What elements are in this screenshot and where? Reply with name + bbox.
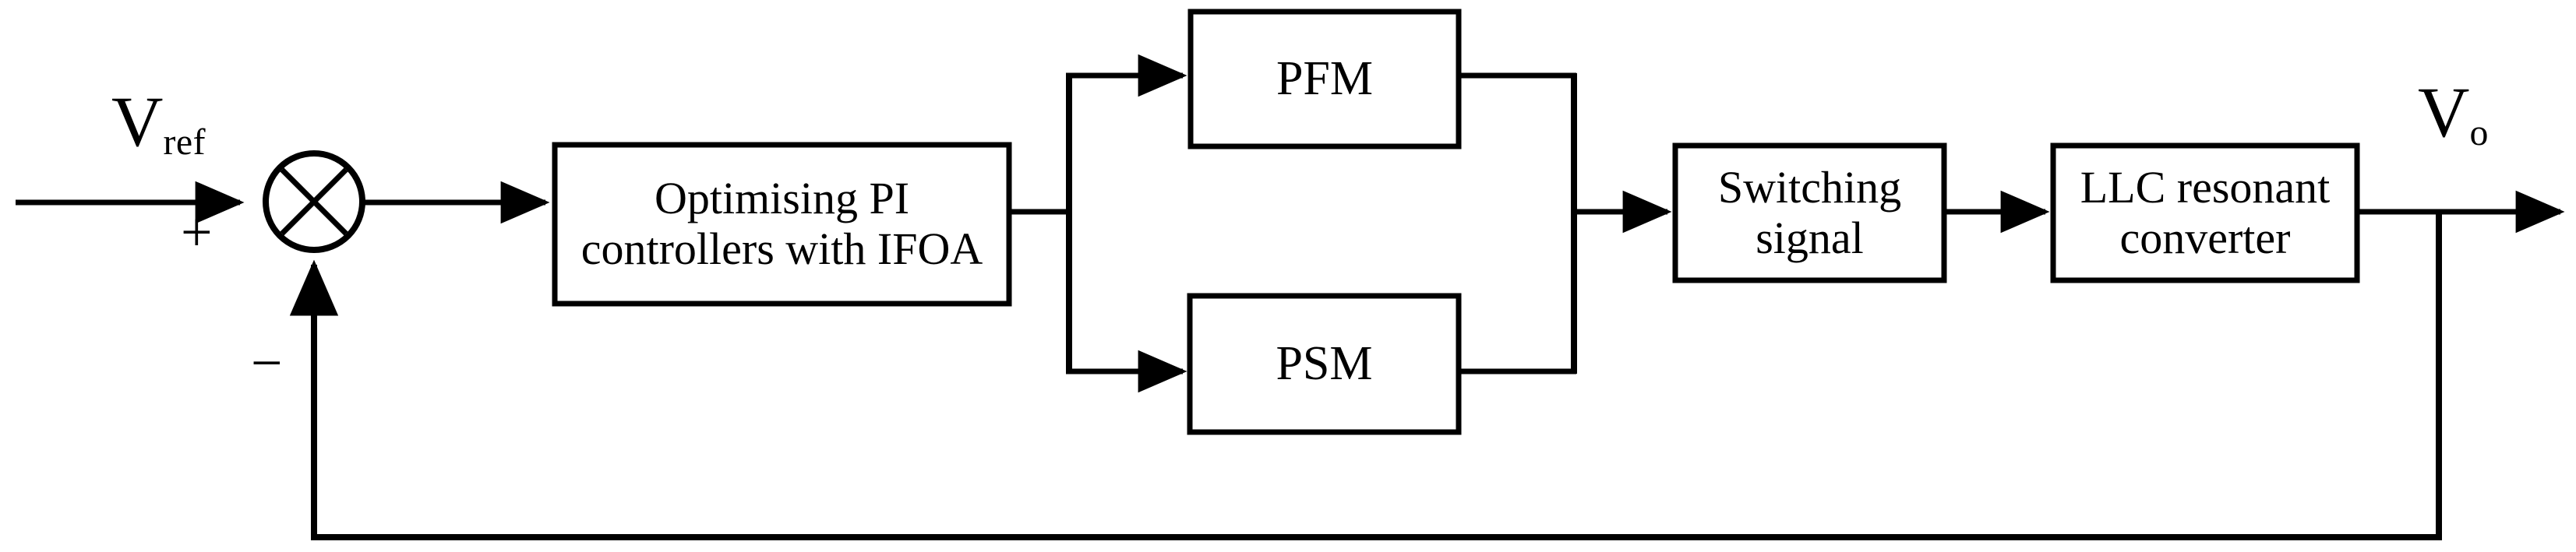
signal-label-vo-subscript: o <box>2469 111 2489 153</box>
block-switching-signal[interactable] <box>1672 142 1947 283</box>
block-llc-converter[interactable] <box>2050 142 2360 283</box>
block-pi-controller[interactable] <box>552 142 1012 307</box>
signal-label-vref: Vref <box>111 86 206 160</box>
summing-junction-plus-sign: + <box>181 201 213 263</box>
connector-feedback-loop <box>289 212 2442 540</box>
signal-label-vref-subscript: ref <box>163 121 206 163</box>
connector-pi-to-branch <box>1009 76 1072 371</box>
block-pfm[interactable] <box>1187 9 1462 149</box>
signal-label-vref-base: V <box>111 82 164 161</box>
block-psm[interactable] <box>1187 293 1462 435</box>
summing-junction-minus-sign: − <box>251 332 283 394</box>
signal-label-vo: Vo <box>2418 76 2489 151</box>
signal-label-vo-base: V <box>2418 72 2470 152</box>
summing-junction[interactable] <box>263 150 365 253</box>
